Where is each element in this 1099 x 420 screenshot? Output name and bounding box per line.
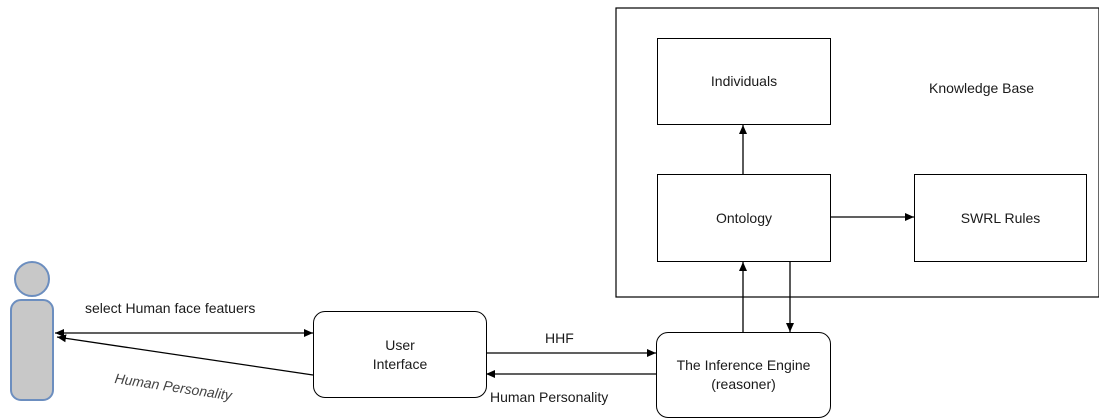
inference-engine-node: The Inference Engine (reasoner) <box>656 332 831 418</box>
ontology-node: Ontology <box>657 174 831 262</box>
edge-label-select-features: select Human face featuers <box>85 300 256 316</box>
swrl-rules-node: SWRL Rules <box>914 174 1087 262</box>
edge-label-human-personality-engine: Human Personality <box>490 389 609 405</box>
swrl-rules-label: SWRL Rules <box>960 209 1041 226</box>
edge-label-hhf: HHF <box>545 330 574 346</box>
human-actor-icon <box>10 261 54 401</box>
user-interface-label-line2: Interface <box>372 355 428 372</box>
user-interface-node: User Interface <box>313 311 487 398</box>
knowledge-base-title: Knowledge Base <box>929 80 1035 96</box>
ontology-label: Ontology <box>715 209 773 226</box>
inference-engine-label-line2: (reasoner) <box>711 376 776 392</box>
edge-ui-human <box>56 334 314 376</box>
knowledge-base-container <box>615 7 1099 298</box>
individuals-node: Individuals <box>657 38 831 125</box>
inference-engine-label-line1: The Inference Engine <box>676 357 811 374</box>
user-interface-label-line1: User <box>385 336 415 353</box>
individuals-label: Individuals <box>710 73 778 90</box>
